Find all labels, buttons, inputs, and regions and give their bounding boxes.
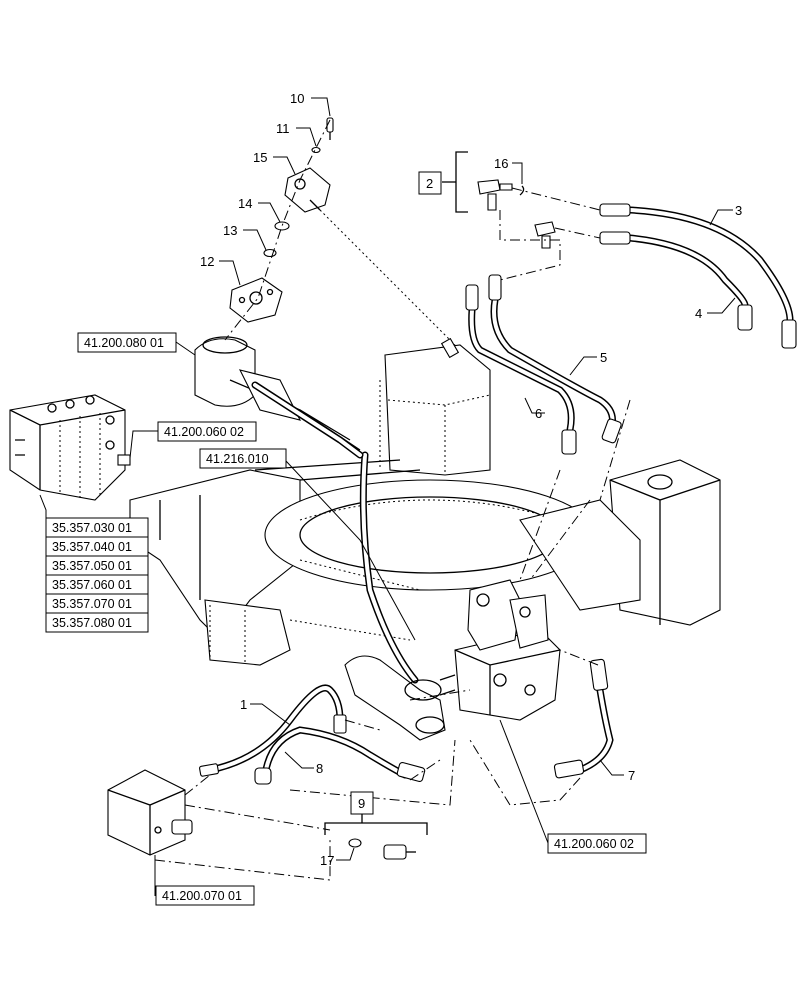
callout-1: 1 bbox=[240, 697, 247, 712]
svg-text:9: 9 bbox=[358, 796, 365, 811]
svg-text:35.357.060 01: 35.357.060 01 bbox=[52, 578, 132, 592]
ref-pump-block: 41.200.070 01 bbox=[155, 885, 255, 906]
hose-1 bbox=[199, 684, 347, 777]
svg-text:2: 2 bbox=[426, 176, 433, 191]
sensor-cable bbox=[319, 209, 456, 346]
callout-16: 16 bbox=[494, 156, 508, 171]
sensor-15 bbox=[284, 167, 331, 213]
hose-6 bbox=[465, 284, 577, 455]
svg-text:35.357.070 01: 35.357.070 01 bbox=[52, 597, 132, 611]
svg-text:35.357.050 01: 35.357.050 01 bbox=[52, 559, 132, 573]
svg-text:35.357.080 01: 35.357.080 01 bbox=[52, 616, 132, 630]
pressure-sender bbox=[383, 844, 416, 860]
hose-3 bbox=[599, 203, 797, 349]
washer-11 bbox=[311, 146, 321, 154]
o-ring-17 bbox=[348, 838, 362, 848]
callout-12: 12 bbox=[200, 254, 214, 269]
boxed-callout-2: 2 bbox=[418, 171, 442, 195]
svg-text:41.216.010: 41.216.010 bbox=[206, 452, 269, 466]
leader-lines bbox=[39, 97, 736, 896]
axle-frame bbox=[129, 344, 721, 666]
callout-11: 11 bbox=[276, 121, 290, 136]
central-valve-block bbox=[439, 579, 561, 721]
control-valve-stack bbox=[9, 394, 131, 501]
callout-10: 10 bbox=[290, 91, 304, 106]
callout-3: 3 bbox=[735, 203, 742, 218]
callout-13: 13 bbox=[223, 223, 237, 238]
ref-valve-block-left: 41.200.060 02 bbox=[157, 421, 257, 442]
svg-text:41.200.070 01: 41.200.070 01 bbox=[162, 889, 242, 903]
ref-valve-block-right: 41.200.060 02 bbox=[547, 833, 647, 854]
svg-text:35.357.030 01: 35.357.030 01 bbox=[52, 521, 132, 535]
callout-6: 6 bbox=[535, 406, 542, 421]
hose-7 bbox=[553, 658, 614, 779]
pump-block bbox=[107, 769, 193, 856]
callout-17: 17 bbox=[320, 853, 334, 868]
washer-13 bbox=[263, 248, 277, 258]
svg-text:35.357.040 01: 35.357.040 01 bbox=[52, 540, 132, 554]
tee-fittings bbox=[477, 179, 556, 249]
callout-4: 4 bbox=[695, 306, 702, 321]
callout-15: 15 bbox=[253, 150, 267, 165]
svg-text:41.200.060 02: 41.200.060 02 bbox=[554, 837, 634, 851]
callout-8: 8 bbox=[316, 761, 323, 776]
svg-text:41.200.080 01: 41.200.080 01 bbox=[84, 336, 164, 350]
boxed-callout-9: 9 bbox=[350, 791, 374, 815]
hose-4 bbox=[599, 231, 753, 331]
callout-5: 5 bbox=[600, 350, 607, 365]
ref-steering-valve: 41.200.080 01 bbox=[77, 332, 177, 353]
callout-14: 14 bbox=[238, 196, 252, 211]
ref-steering-line: 41.216.010 bbox=[199, 448, 287, 469]
callout-7: 7 bbox=[628, 768, 635, 783]
hose-5 bbox=[488, 274, 622, 444]
steering-cylinder bbox=[344, 655, 446, 741]
washer-14 bbox=[274, 221, 290, 231]
ref-control-valve-list: 35.357.030 01 35.357.040 01 35.357.050 0… bbox=[45, 517, 149, 633]
bolt-10 bbox=[326, 117, 334, 140]
svg-text:41.200.060 02: 41.200.060 02 bbox=[164, 425, 244, 439]
callout-numbers: 10 11 15 14 13 12 16 3 4 5 6 7 1 8 17 bbox=[200, 91, 742, 868]
hose-8 bbox=[254, 726, 426, 785]
